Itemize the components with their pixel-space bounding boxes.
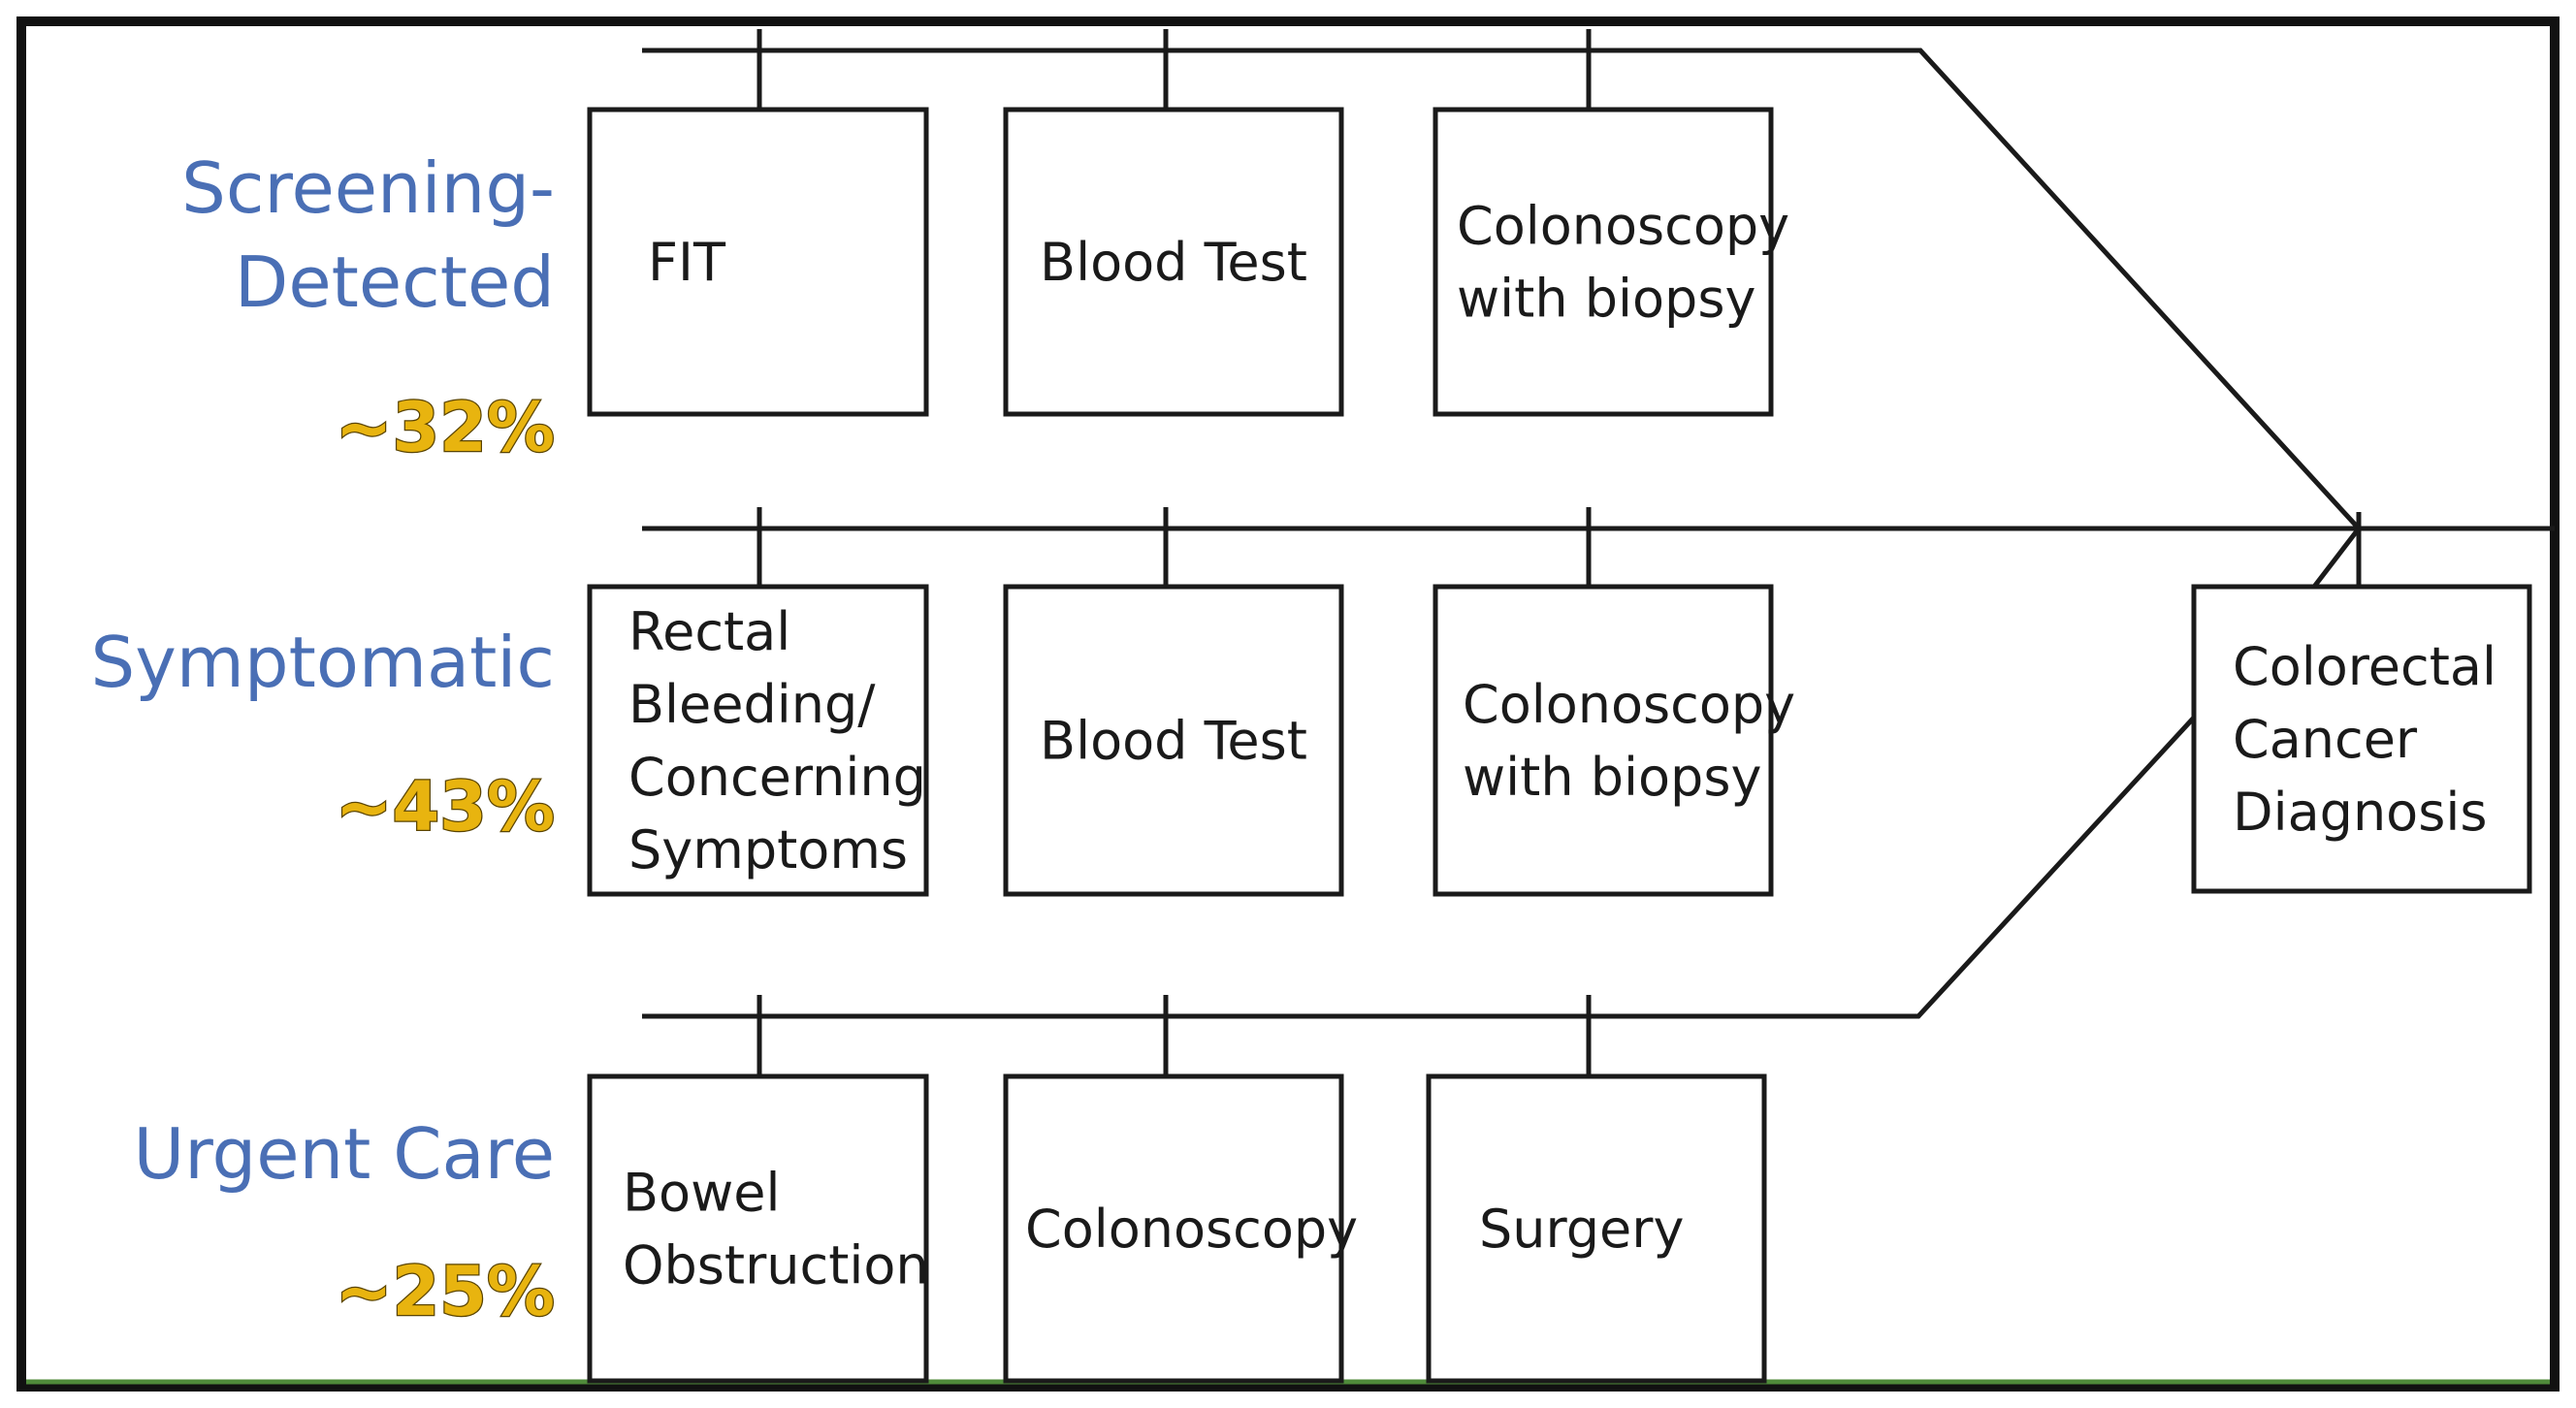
step-box bbox=[587, 1073, 929, 1384]
step-box bbox=[1433, 584, 1774, 897]
connector-lines bbox=[642, 29, 2555, 1076]
outcome-label: Colorectal bbox=[2233, 636, 2496, 697]
step-label: Surgery bbox=[1479, 1199, 1684, 1260]
step-label: Colonoscopy bbox=[1457, 196, 1789, 257]
step-label: FIT bbox=[648, 232, 726, 293]
step-label: Blood Test bbox=[1040, 711, 1307, 772]
step-box bbox=[587, 584, 929, 897]
step-label: with biopsy bbox=[1463, 747, 1761, 808]
step-box bbox=[1426, 1073, 1767, 1384]
pathway-name: Screening- bbox=[181, 147, 555, 229]
pathway-name: Detected bbox=[235, 241, 555, 323]
pathway-percent: ~32% bbox=[336, 388, 555, 467]
step-label: Concerning bbox=[628, 747, 926, 808]
step-box bbox=[1003, 584, 1344, 897]
step-label: with biopsy bbox=[1457, 269, 1755, 330]
urgent-care-connector-line bbox=[642, 716, 2196, 1019]
step-box bbox=[1003, 1073, 1344, 1384]
step-label: Colonoscopy bbox=[1025, 1199, 1358, 1260]
outcome-junction-branch bbox=[2312, 527, 2361, 589]
pathway-labels: Screening- Detected ~32% Symptomatic ~43% Urg… bbox=[90, 147, 556, 1332]
pathway-percent: ~25% bbox=[336, 1252, 555, 1331]
step-label: Bowel bbox=[623, 1163, 780, 1224]
step-label: Colonoscopy bbox=[1463, 674, 1795, 735]
pathway-name: Symptomatic bbox=[90, 622, 555, 703]
outcome-box bbox=[2191, 584, 2532, 894]
step-label: Symptoms bbox=[628, 819, 908, 880]
step-label: Rectal bbox=[628, 601, 790, 662]
pathway-percent: ~43% bbox=[336, 767, 555, 847]
step-label: Obstruction bbox=[623, 1235, 929, 1296]
outcome-label: Cancer bbox=[2233, 709, 2418, 770]
step-label: Blood Test bbox=[1040, 232, 1307, 293]
step-box bbox=[1433, 107, 1774, 417]
pathway-name: Urgent Care bbox=[134, 1113, 556, 1195]
outcome-label: Diagnosis bbox=[2233, 782, 2488, 843]
step-box bbox=[587, 107, 929, 417]
step-label: Bleeding/ bbox=[628, 674, 876, 735]
screening-connector-line bbox=[642, 48, 2361, 530]
step-box bbox=[1003, 107, 1344, 417]
